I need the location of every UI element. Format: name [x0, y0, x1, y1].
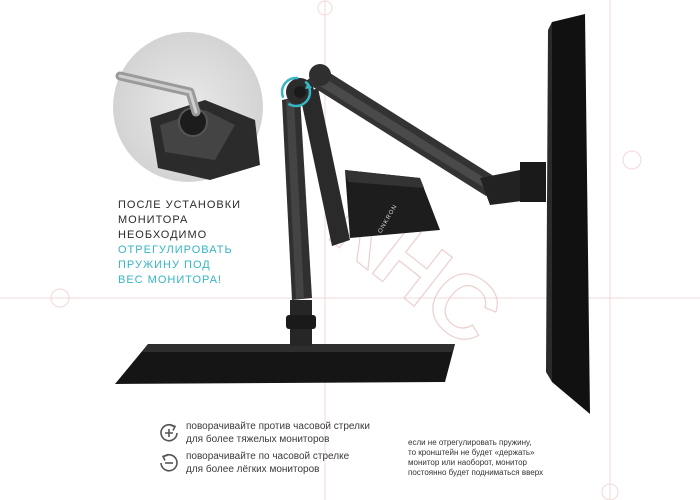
- instruction-heading: ПОСЛЕ УСТАНОВКИ МОНИТОРА НЕОБХОДИМО ОТРЕ…: [118, 198, 241, 288]
- note-line-3: монитор или наоборот, монитор: [408, 458, 527, 467]
- legend-cw-line-2: для более лёгких мониторов: [186, 464, 320, 475]
- legend-cw-line-1: поворачивайте по часовой стрелке: [186, 451, 350, 462]
- heading-line-1: ПОСЛЕ УСТАНОВКИ: [118, 199, 242, 211]
- heading-line-5: ПРУЖИНУ ПОД: [118, 259, 211, 271]
- legend-cw: поворачивайте по часовой стрелке для бол…: [158, 450, 349, 476]
- legend-ccw-line-1: поворачивайте против часовой стрелки: [186, 421, 370, 432]
- heading-line-3: НЕОБХОДИМО: [118, 229, 208, 241]
- heading-line-2: МОНИТОРА: [118, 214, 189, 226]
- adjustment-note: если не отрегулировать пружину, то кронш…: [408, 438, 608, 478]
- heading-line-6: ВЕС МОНИТОРА!: [118, 274, 223, 286]
- rotate-cw-minus-icon: [160, 453, 178, 472]
- note-line-4: постоянно будет подниматься вверх: [408, 468, 544, 477]
- legend-ccw: поворачивайте против часовой стрелки для…: [158, 420, 370, 446]
- rotate-ccw-plus-icon: [160, 423, 178, 442]
- note-line-1: если не отрегулировать пружину,: [408, 438, 532, 447]
- note-line-2: то кронштейн не будет «держать»: [408, 448, 535, 457]
- heading-line-4: ОТРЕГУЛИРОВАТЬ: [118, 244, 233, 256]
- legend-ccw-line-2: для более тяжелых мониторов: [186, 434, 330, 445]
